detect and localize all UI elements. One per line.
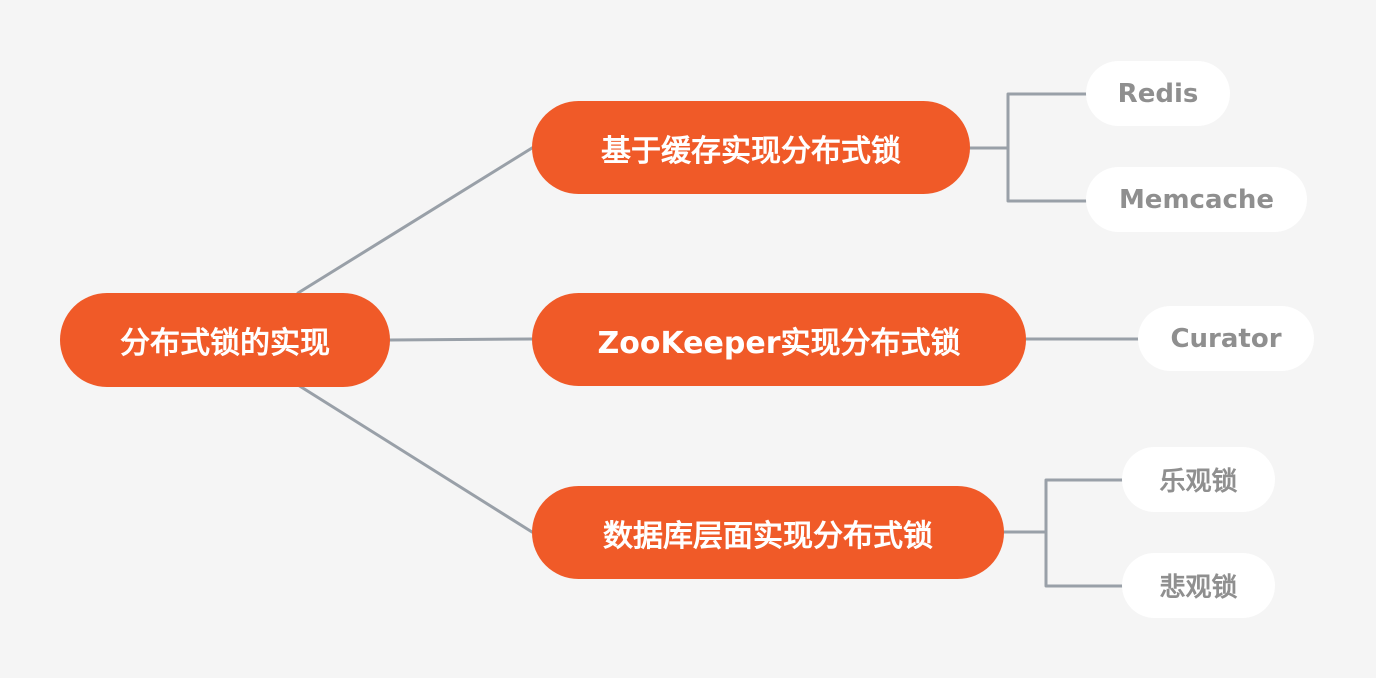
root-node-label: 分布式锁的实现 bbox=[120, 326, 330, 361]
leaf-node-optimistic-lock-label: 乐观锁 bbox=[1159, 467, 1238, 497]
leaf-node-redis[interactable]: Redis bbox=[1086, 61, 1230, 126]
connector-root-database bbox=[296, 383, 534, 534]
connector-database-children bbox=[1002, 478, 1126, 588]
leaf-node-redis-label: Redis bbox=[1117, 78, 1199, 109]
branch-node-database[interactable]: 数据库层面实现分布式锁 bbox=[532, 486, 1004, 579]
branch-node-database-label: 数据库层面实现分布式锁 bbox=[603, 518, 933, 554]
branch-node-zookeeper[interactable]: ZooKeeper实现分布式锁 bbox=[532, 293, 1026, 386]
leaf-node-curator-label: Curator bbox=[1170, 323, 1282, 354]
branch-node-zookeeper-label: ZooKeeper实现分布式锁 bbox=[597, 325, 961, 361]
branch-node-cache[interactable]: 基于缓存实现分布式锁 bbox=[532, 101, 970, 194]
connector-cache-children bbox=[968, 92, 1090, 203]
branch-node-cache-label: 基于缓存实现分布式锁 bbox=[601, 133, 901, 169]
leaf-node-optimistic-lock[interactable]: 乐观锁 bbox=[1122, 447, 1275, 512]
leaf-node-memcache-label: Memcache bbox=[1118, 184, 1275, 215]
leaf-node-curator[interactable]: Curator bbox=[1138, 306, 1314, 371]
leaf-node-memcache[interactable]: Memcache bbox=[1086, 167, 1307, 232]
root-node[interactable]: 分布式锁的实现 bbox=[60, 293, 390, 387]
connector-root-zookeeper bbox=[388, 337, 534, 342]
leaf-node-pessimistic-lock[interactable]: 悲观锁 bbox=[1122, 553, 1275, 618]
connector-root-cache bbox=[296, 146, 534, 295]
leaf-node-pessimistic-lock-label: 悲观锁 bbox=[1159, 573, 1238, 603]
